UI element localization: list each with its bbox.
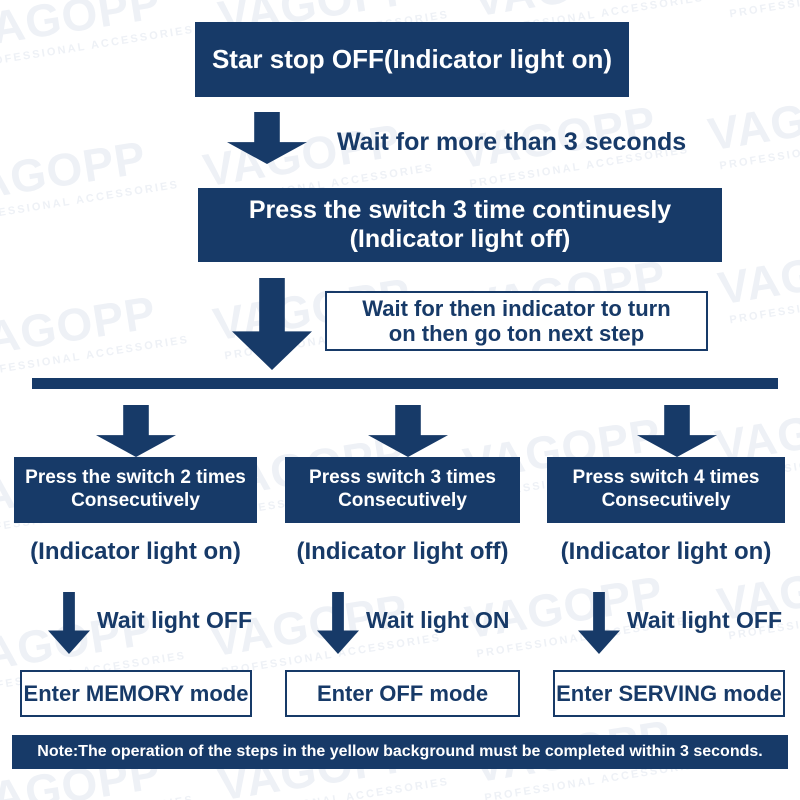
branch-3-indicator-label: (Indicator light on): [560, 538, 772, 565]
branch-3-wait-label: Wait light OFF: [627, 607, 783, 633]
wait-indicator-note-box: Wait for then indicator to turn on then …: [325, 291, 708, 351]
branch-3-result-label: Enter SERVING mode: [556, 680, 782, 706]
step-2-line-1: Press the switch 3 time continuesly: [248, 196, 672, 224]
arrow-down-icon-branch-1: [96, 405, 176, 457]
branch-2-action-box: Press switch 3 times Consecutively: [285, 457, 520, 523]
wait-indicator-note-line-1: Wait for then indicator to turn: [362, 295, 671, 321]
arrow-down-icon-branch-3: [637, 405, 717, 457]
arrow-down-icon-branch-2-result: [317, 592, 359, 654]
wait-label-1: Wait for more than 3 seconds: [337, 128, 687, 156]
footer-note-text: Note:The operation of the steps in the y…: [37, 743, 763, 760]
branch-3-action-line-1: Press switch 4 times: [572, 467, 760, 489]
branch-1-result-box: Enter MEMORY mode: [20, 670, 252, 717]
step-1-label: Star stop OFF(Indicator light on): [211, 44, 613, 74]
arrow-down-icon-branch-3-result: [578, 592, 620, 654]
step-2-press-switch-box: Press the switch 3 time continuesly (Ind…: [198, 188, 722, 262]
branch-1-indicator-label: (Indicator light on): [30, 538, 241, 565]
arrow-down-icon-2: [232, 278, 312, 370]
branch-1-wait-label: Wait light OFF: [97, 607, 253, 633]
branch-2-wait-label: Wait light ON: [366, 607, 510, 633]
branch-3-action-box: Press switch 4 times Consecutively: [547, 457, 785, 523]
arrow-down-icon-branch-1-result: [48, 592, 90, 654]
wait-indicator-note-line-2: on then go ton next step: [388, 321, 645, 346]
branch-1-action-line-1: Press the switch 2 times: [25, 467, 246, 489]
arrow-down-icon-1: [227, 112, 307, 164]
footer-note-bar: Note:The operation of the steps in the y…: [12, 735, 788, 769]
branch-2-result-label: Enter OFF mode: [316, 680, 489, 706]
branch-1-result-label: Enter MEMORY mode: [23, 680, 249, 706]
branch-2-action-line-1: Press switch 3 times: [309, 467, 496, 489]
step-1-start-box: Star stop OFF(Indicator light on): [195, 22, 629, 97]
branch-1-action-box: Press the switch 2 times Consecutively: [14, 457, 257, 523]
step-2-line-2: (Indicator light off): [349, 225, 571, 253]
branch-distribution-bar: [32, 378, 778, 389]
branch-2-indicator-label: (Indicator light off): [296, 538, 509, 565]
branch-1-action-line-2: Consecutively: [71, 490, 200, 511]
branch-2-action-line-2: Consecutively: [338, 490, 467, 511]
branch-3-action-line-2: Consecutively: [601, 490, 731, 511]
arrow-down-icon-branch-2: [368, 405, 448, 457]
branch-2-result-box: Enter OFF mode: [285, 670, 520, 717]
branch-3-result-box: Enter SERVING mode: [553, 670, 785, 717]
